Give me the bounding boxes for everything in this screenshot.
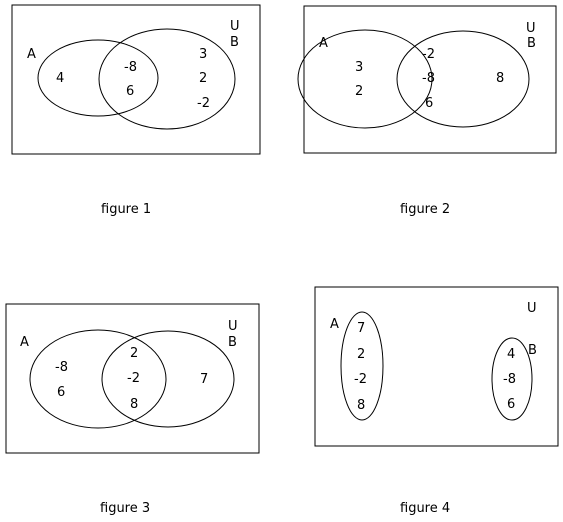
element: 2 (199, 71, 207, 86)
set-a-label: A (20, 335, 29, 350)
element: 8 (357, 398, 365, 413)
set-a-circle (340, 311, 384, 421)
figure-4: U A B 7 2 -2 8 4 -8 6 figure 4 (314, 286, 559, 516)
element: 6 (126, 84, 134, 99)
set-a-circle (37, 39, 159, 117)
element: 8 (496, 71, 504, 86)
element: 4 (56, 71, 64, 86)
universe-label: U (526, 21, 536, 36)
element: 3 (355, 60, 363, 75)
element: -2 (354, 372, 367, 387)
element: -8 (55, 360, 68, 375)
universe-box (5, 303, 260, 454)
element: 2 (355, 84, 363, 99)
element: -8 (124, 60, 137, 75)
set-b-circle (396, 30, 530, 128)
set-b-label: B (527, 36, 536, 51)
element: 7 (200, 372, 208, 387)
element: 6 (425, 96, 433, 111)
set-a-label: A (330, 317, 339, 332)
set-a-circle (29, 329, 167, 429)
set-b-label: B (528, 343, 537, 358)
universe-box (314, 286, 559, 447)
element: 2 (357, 347, 365, 362)
figure-caption: figure 3 (100, 501, 150, 516)
set-b-circle (491, 337, 533, 421)
set-b-circle (101, 330, 235, 428)
element: -2 (422, 47, 435, 62)
universe-box (11, 4, 261, 155)
figure-3: U A B -8 6 2 -2 8 7 figure 3 (5, 303, 260, 516)
set-a-label: A (27, 47, 36, 62)
element: 2 (130, 346, 138, 361)
set-b-label: B (228, 335, 237, 350)
element: 6 (57, 385, 65, 400)
set-b-circle (98, 28, 236, 130)
set-b-label: B (230, 35, 239, 50)
figure-1: U A B 4 -8 6 3 2 -2 figure 1 (11, 4, 261, 217)
figure-caption: figure 4 (400, 501, 450, 516)
element: -8 (503, 372, 516, 387)
element: 6 (507, 397, 515, 412)
figure-caption: figure 2 (400, 202, 450, 217)
element: 7 (357, 321, 365, 336)
set-a-label: A (319, 36, 328, 51)
figure-caption: figure 1 (101, 202, 151, 217)
element: -8 (422, 71, 435, 86)
universe-box (303, 5, 557, 154)
element: 3 (199, 47, 207, 62)
universe-label: U (228, 319, 238, 334)
element: 8 (130, 397, 138, 412)
element: 4 (507, 347, 515, 362)
universe-label: U (527, 301, 537, 316)
set-a-circle (297, 29, 433, 129)
figure-2: U A B 3 2 -2 -8 6 8 figure 2 (297, 5, 557, 217)
element: -2 (197, 96, 210, 111)
element: -2 (127, 371, 140, 386)
universe-label: U (230, 19, 240, 34)
